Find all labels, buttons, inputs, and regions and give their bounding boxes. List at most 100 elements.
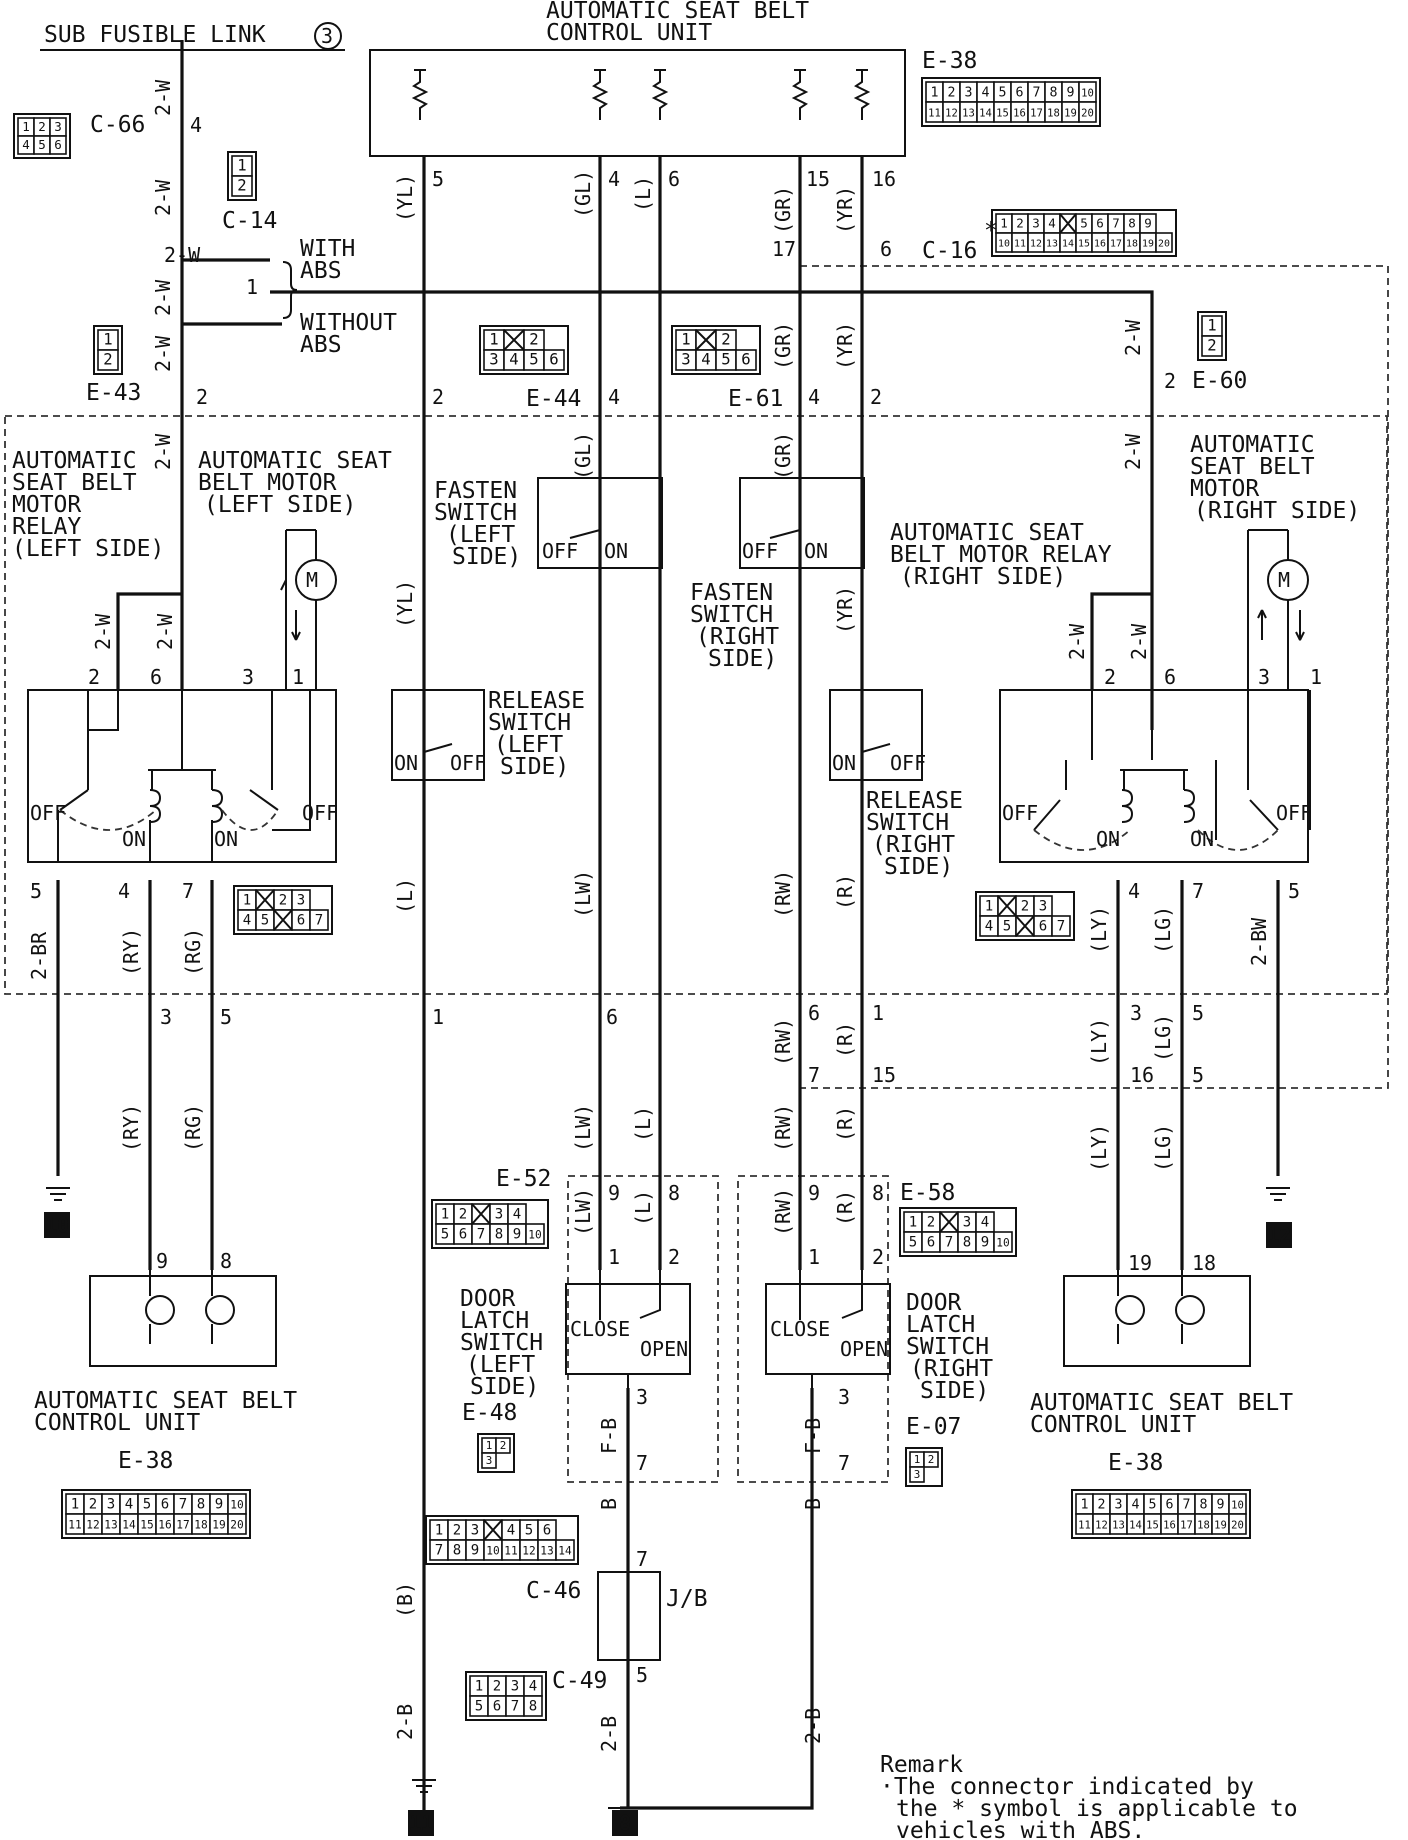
conn-c14: C-14 (222, 208, 277, 234)
connector-pin-number: 3 (511, 1678, 519, 1694)
door-left-close: CLOSE (570, 1317, 630, 1341)
connector-pin-number: 13 (962, 107, 975, 119)
pin-number: 7 (838, 1451, 850, 1475)
connector-pin-number: 5 (441, 1226, 449, 1242)
wire-label: (YL) (393, 174, 417, 222)
connector-pin-number: 2 (928, 1453, 935, 1466)
connector-pin-number: 12 (522, 1544, 535, 1557)
fusible-link-number-circle (314, 22, 342, 50)
connector-pin-number: 14 (1062, 239, 1074, 250)
connector-pin-number: 10 (528, 1228, 541, 1241)
ground-10: 10 (44, 1212, 70, 1238)
connector-pin-number: 4 (1048, 216, 1056, 231)
conn-c16-star: * (984, 218, 998, 244)
door-latch-switch-right: CLOSE OPEN (765, 1270, 891, 1388)
connector-pin-number: 5 (38, 137, 46, 152)
wire-label: 2-BR (27, 931, 51, 980)
control-unit-resistors (411, 69, 871, 120)
connector-pin-number: 18 (1047, 107, 1060, 119)
connector-pin-number: 13 (1112, 1519, 1125, 1531)
connector-pin-number: 11 (1078, 1519, 1091, 1531)
pin-number: 2 (88, 665, 100, 689)
pin-number: 7 (636, 1451, 648, 1475)
control-unit-box (369, 49, 906, 157)
pin-number: 2 (1104, 665, 1116, 689)
wire-label: (RW) (771, 1104, 795, 1152)
connector-c14-pins: 12 (227, 151, 257, 201)
release-right-label-2: SWITCH (866, 810, 949, 836)
connector-pin-number: 6 (297, 912, 305, 928)
conn-e38-left: E-38 (118, 1448, 173, 1474)
left-relay-off-label: OFF (30, 801, 66, 825)
door-left-label-4: (LEFT (466, 1352, 535, 1378)
abs-without-label: WITHOUT (300, 310, 397, 336)
connector-pin-number: 5 (1149, 1497, 1157, 1512)
pin-number: 7 (1192, 879, 1204, 903)
remark-line-3: vehicles with ABS. (896, 1818, 1145, 1840)
connector-pin-number: 4 (981, 1214, 989, 1230)
connector-housing (1197, 311, 1227, 361)
wire-label: (GR) (771, 432, 795, 480)
release-left-label-4: SIDE) (500, 754, 569, 780)
wire-label: 2-W (1121, 433, 1145, 470)
connector-pin-number: 18 (194, 1518, 207, 1531)
connector-blank-pin (273, 909, 293, 931)
wire-label: (R) (833, 1106, 857, 1142)
right-relay-internals: OFF ON ON OFF (1002, 690, 1312, 851)
pin-number: 7 (636, 1547, 648, 1571)
wire-label: 2-W (1121, 319, 1145, 356)
connector-pin-cell (543, 349, 565, 371)
release-right-label-3: (RIGHT (872, 832, 955, 858)
wire-label: (LW) (571, 1188, 595, 1236)
connector-pin-number: 16 (1163, 1519, 1176, 1531)
connector-pin-number: 1 (237, 156, 246, 174)
sub-fusible-link-title: SUB FUSIBLE LINK 3 (40, 22, 345, 51)
release-left-label-3: (LEFT (494, 732, 563, 758)
connector-pin-number: 9 (981, 1234, 989, 1250)
wire-label: (RG) (181, 1104, 205, 1152)
connector-pin-number: 7 (435, 1542, 443, 1558)
left-motor: M (280, 529, 337, 690)
connector-pin-number: 7 (945, 1234, 953, 1250)
connector-pin-number: 5 (143, 1496, 151, 1512)
left-relay-label-3: MOTOR (12, 492, 81, 518)
connector-e60-pins: 12 (1197, 311, 1227, 361)
door-right-label-2: LATCH (906, 1312, 975, 1338)
connector-pin-number: 10 (1081, 87, 1094, 99)
right-motor-label-1: AUTOMATIC (1190, 432, 1315, 458)
wire-label: F-B (801, 1418, 825, 1454)
pin-number: 1 (292, 665, 304, 689)
connector-pin-number: 4 (507, 1522, 515, 1538)
wire-label: (GR) (771, 186, 795, 234)
pin-number: 4 (608, 385, 620, 409)
connector-pin-number: 1 (1207, 316, 1216, 334)
wire-label: B (597, 1498, 621, 1510)
connector-pin-number: 5 (1003, 918, 1011, 934)
wire-label: (L) (393, 878, 417, 914)
connector-pin-number: 3 (297, 892, 305, 908)
abs-with-label: WITH (300, 236, 355, 262)
right-relay-off-label-2: OFF (1276, 801, 1312, 825)
conn-e52: E-52 (496, 1166, 551, 1192)
wire-label: 2-W (151, 433, 175, 470)
wire-label: (LG) (1151, 1014, 1175, 1062)
wire-label: (LG) (1151, 906, 1175, 954)
connector-blank-pin (503, 329, 525, 351)
connector-pin-number: 5 (525, 1522, 533, 1538)
left-relay-on-label: ON (122, 827, 146, 851)
connector-pin-number: 15 (1146, 1519, 1159, 1531)
conn-c46: C-46 (526, 1578, 581, 1604)
connector-pin-number: 8 (1200, 1497, 1208, 1512)
connector-pin-number: 10 (230, 1498, 243, 1511)
pin-number: 4 (608, 167, 620, 191)
wire-label: (B) (393, 1582, 417, 1618)
connector-pin-number: 3 (681, 350, 690, 368)
connector-pin-number: 3 (1115, 1497, 1123, 1512)
conn-e60: E-60 (1192, 368, 1247, 394)
connector-pin-number: 8 (1050, 85, 1058, 100)
connector-pin-number: 1 (1000, 216, 1008, 231)
